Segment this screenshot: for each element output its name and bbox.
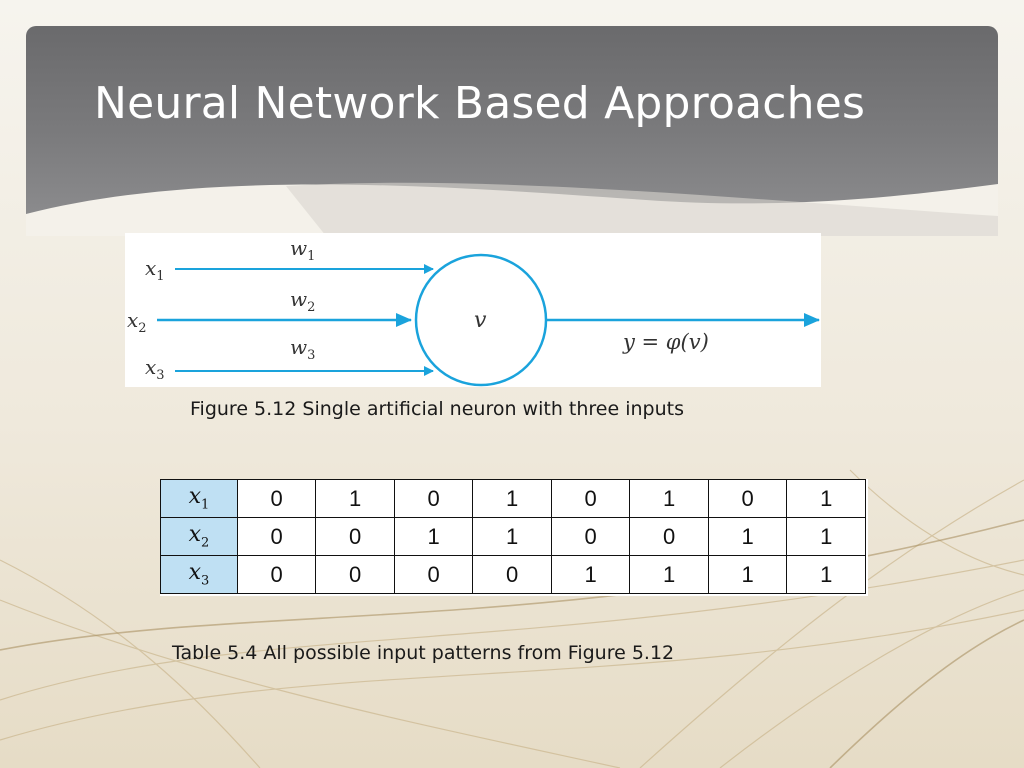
table-cell: 0: [393, 479, 474, 518]
neuron-figure: x1 x2 x3 w1 w2 w3 v y = φ(v): [125, 233, 821, 387]
table-row: x3 0 0 0 0 1 1 1 1: [160, 555, 866, 594]
table-cell: 0: [707, 479, 788, 518]
table-cell: 0: [393, 555, 474, 594]
table-cell: 0: [315, 555, 395, 594]
row-header-x3: x3: [160, 555, 238, 594]
table-cell: 1: [786, 555, 866, 594]
table-row: x1 0 1 0 1 0 1 0 1: [160, 479, 866, 518]
figure-caption: Figure 5.12 Single artificial neuron wit…: [190, 398, 684, 420]
table-cell: 0: [315, 517, 395, 556]
input-patterns-table: x1 0 1 0 1 0 1 0 1 x2 0 0 1 1 0: [160, 479, 866, 594]
output-label: y = φ(v): [622, 330, 709, 354]
table-cell: 0: [236, 517, 317, 556]
slide-title: Neural Network Based Approaches: [94, 78, 866, 129]
table-cell: 1: [629, 479, 709, 518]
table-cell: 1: [315, 479, 395, 518]
weight-3-label: w3: [290, 335, 315, 363]
table-cell: 1: [472, 517, 552, 556]
table-cell: 1: [707, 517, 788, 556]
neuron-diagram: x1 x2 x3 w1 w2 w3 v y = φ(v): [127, 236, 820, 387]
input-3-label: x3: [145, 355, 165, 383]
table-cell: 0: [629, 517, 709, 556]
table-cell: 0: [236, 479, 317, 518]
weight-1-label: w1: [290, 236, 315, 264]
weight-2-label: w2: [290, 287, 315, 315]
row-header-x2: x2: [160, 517, 238, 556]
node-label: v: [474, 308, 487, 333]
table-cell: 1: [629, 555, 709, 594]
table-cell: 1: [786, 479, 866, 518]
banner-wave: [26, 182, 998, 236]
table-cell: 0: [236, 555, 317, 594]
row-header-x1: x1: [160, 479, 238, 518]
table-row: x2 0 0 1 1 0 0 1 1: [160, 517, 866, 556]
title-banner: [26, 26, 998, 236]
table-cell: 0: [472, 555, 552, 594]
input-2-label: x2: [127, 308, 147, 336]
input-1-label: x1: [145, 256, 165, 284]
table-caption: Table 5.4 All possible input patterns fr…: [172, 642, 675, 664]
table-cell: 1: [707, 555, 788, 594]
table-cell: 1: [393, 517, 474, 556]
table-cell: 1: [472, 479, 552, 518]
table-cell: 1: [550, 555, 631, 594]
table-cell: 0: [550, 479, 631, 518]
table-cell: 0: [550, 517, 631, 556]
input-patterns-table-container: x1 0 1 0 1 0 1 0 1 x2 0 0 1 1 0: [160, 479, 868, 596]
table-cell: 1: [786, 517, 866, 556]
